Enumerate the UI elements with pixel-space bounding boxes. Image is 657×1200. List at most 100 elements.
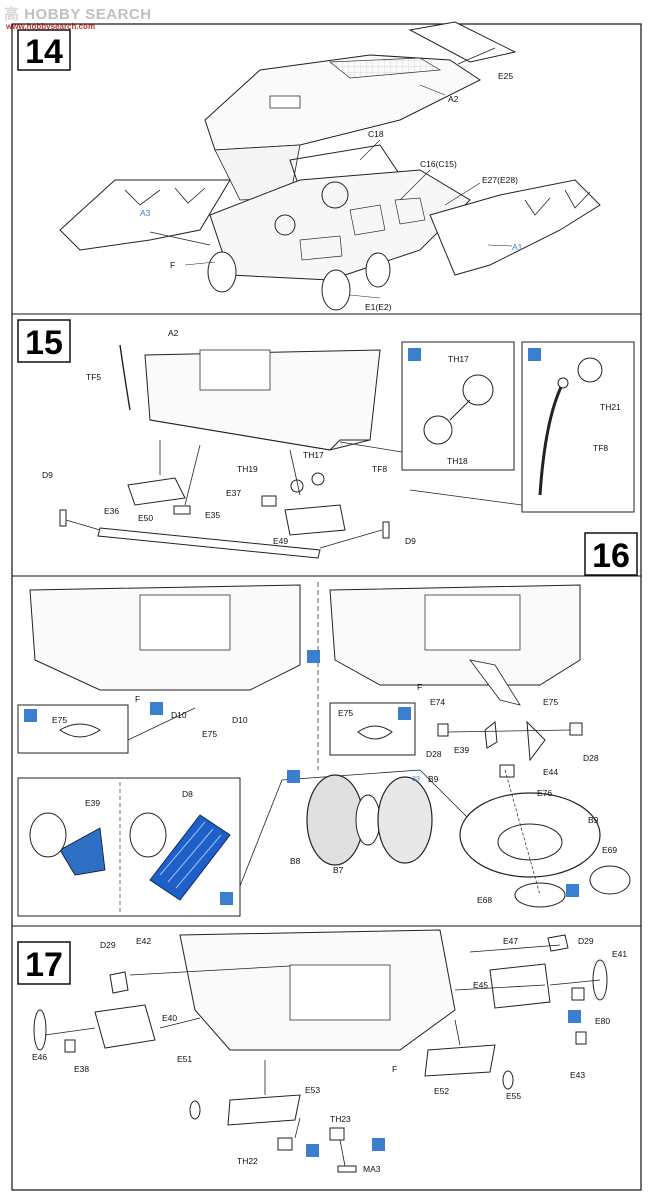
labels-16: F D10 D10 E75 E75 F E74 E75 E75 D28 E39 … bbox=[52, 682, 617, 905]
label-d8: D8 bbox=[182, 789, 193, 799]
callout-tire bbox=[239, 769, 471, 887]
label-a1: A1 bbox=[512, 242, 523, 252]
hull-hatch bbox=[269, 95, 301, 109]
callout-e75-left bbox=[127, 707, 196, 741]
rear-hatch bbox=[199, 349, 271, 391]
step-e52 bbox=[424, 1044, 496, 1077]
arrows-15 bbox=[65, 440, 383, 549]
label-e42: E42 bbox=[136, 936, 151, 946]
paint-icon-9 bbox=[566, 884, 579, 897]
label-e75c: E75 bbox=[543, 697, 558, 707]
label-e38: E38 bbox=[74, 1064, 89, 1074]
bumper-e36 bbox=[97, 527, 321, 559]
step-17: 17 bbox=[17, 929, 627, 1174]
label-a2: A2 bbox=[168, 328, 179, 338]
part-th18 bbox=[423, 415, 453, 445]
paint-icon-7 bbox=[220, 892, 233, 905]
part-e39-blue bbox=[59, 827, 106, 876]
label-e40: E40 bbox=[162, 1013, 177, 1023]
label-th17b: TH17 bbox=[303, 450, 324, 460]
label-e75a: E75 bbox=[52, 715, 67, 725]
label-e27: E27(E28) bbox=[482, 175, 518, 185]
paint-icon-6 bbox=[398, 707, 411, 720]
page-frame bbox=[11, 23, 642, 1191]
tire-b8 bbox=[306, 774, 364, 866]
paint-icon-8 bbox=[287, 770, 300, 783]
hull-roof-grill bbox=[329, 57, 442, 79]
cover-e69 bbox=[589, 865, 631, 895]
spare-tire-inner bbox=[497, 823, 563, 861]
label-th22: TH22 bbox=[237, 1156, 258, 1166]
rim-b7 bbox=[355, 794, 381, 846]
rear-lower bbox=[149, 419, 370, 451]
part-ma3 bbox=[337, 1165, 357, 1173]
step-e53 bbox=[227, 1094, 301, 1126]
labels-17: D29 E42 E47 D29 E41 E40 E45 E80 E46 E38 … bbox=[32, 936, 627, 1174]
labels-15: A2 TF5 TH17 TH18 TH21 TF8 TH19 TH17 TF8 … bbox=[42, 328, 621, 546]
paint-icon-10 bbox=[306, 1144, 319, 1157]
paint-icon-12 bbox=[568, 1010, 581, 1023]
label-e36: E36 bbox=[104, 506, 119, 516]
label-e52: E52 bbox=[434, 1086, 449, 1096]
label-e37: E37 bbox=[226, 488, 241, 498]
wheel-hub-right bbox=[129, 812, 167, 858]
hull-right-hatch bbox=[424, 594, 521, 651]
plate-e25 bbox=[408, 21, 517, 63]
label-e75b: E75 bbox=[202, 729, 217, 739]
label-b8: B8 bbox=[290, 856, 301, 866]
label-e35: E35 bbox=[205, 510, 220, 520]
step-number: 14 bbox=[25, 33, 63, 71]
callouts-15 bbox=[339, 441, 523, 506]
paint-icon-2 bbox=[528, 348, 541, 361]
step-16: 16 bbox=[17, 532, 638, 917]
part-e46 bbox=[33, 1009, 47, 1051]
label-tf8b: TF8 bbox=[372, 464, 387, 474]
step-e50 bbox=[127, 477, 186, 506]
antenna-tf5 bbox=[119, 344, 131, 411]
label-e25: E25 bbox=[498, 71, 513, 81]
label-b7: B7 bbox=[333, 865, 344, 875]
watermark: 高 HOBBY SEARCH bbox=[4, 3, 152, 24]
label-b9a: B9 bbox=[428, 774, 439, 784]
tire-b9 bbox=[377, 776, 433, 864]
bracket-e74 bbox=[469, 659, 521, 706]
part-e75-left bbox=[59, 723, 101, 738]
arrow-e25 bbox=[457, 47, 496, 65]
leaders-14 bbox=[184, 84, 513, 299]
label-th17a: TH17 bbox=[448, 354, 469, 364]
label-e1: E1(E2) bbox=[365, 302, 392, 312]
watermark-text: HOBBY SEARCH bbox=[24, 6, 152, 23]
label-e50: E50 bbox=[138, 513, 153, 523]
detail-box-th17 bbox=[401, 341, 515, 471]
step-number-box bbox=[17, 29, 71, 71]
arrow-th18 bbox=[449, 399, 471, 421]
label-e43: E43 bbox=[570, 1070, 585, 1080]
watermark-url: www.hobbysearch.com bbox=[6, 22, 96, 31]
labels-14: E25 A2 C18 C16(C15) E27(E28) A3 A1 F E1(… bbox=[140, 71, 523, 312]
label-e47: E47 bbox=[503, 936, 518, 946]
label-e46: E46 bbox=[32, 1052, 47, 1062]
label-d28b: D28 bbox=[583, 753, 599, 763]
label-e51: E51 bbox=[177, 1054, 192, 1064]
label-d10a: D10 bbox=[171, 710, 187, 720]
part-th22 bbox=[277, 1137, 293, 1151]
fender-a1-cutouts bbox=[524, 189, 591, 216]
paint-icon-5 bbox=[24, 709, 37, 722]
label-d10b: D10 bbox=[232, 715, 248, 725]
label-d9a: D9 bbox=[42, 470, 53, 480]
step-15: 15 bbox=[17, 319, 635, 559]
fender-a3-cutouts bbox=[124, 187, 206, 206]
label-e45: E45 bbox=[473, 980, 488, 990]
label-f1: F bbox=[135, 694, 140, 704]
part-tf8 bbox=[538, 384, 564, 496]
part-e75-right bbox=[357, 725, 393, 740]
label-th23: TH23 bbox=[330, 1114, 351, 1124]
label-a3: A3 bbox=[140, 208, 151, 218]
step-14: 14 bbox=[17, 21, 601, 312]
label-e49: E49 bbox=[273, 536, 288, 546]
step-number-box bbox=[584, 532, 638, 576]
plate-e49 bbox=[284, 504, 346, 536]
wheel-hub-left bbox=[29, 812, 67, 858]
part-th23 bbox=[329, 1127, 345, 1141]
